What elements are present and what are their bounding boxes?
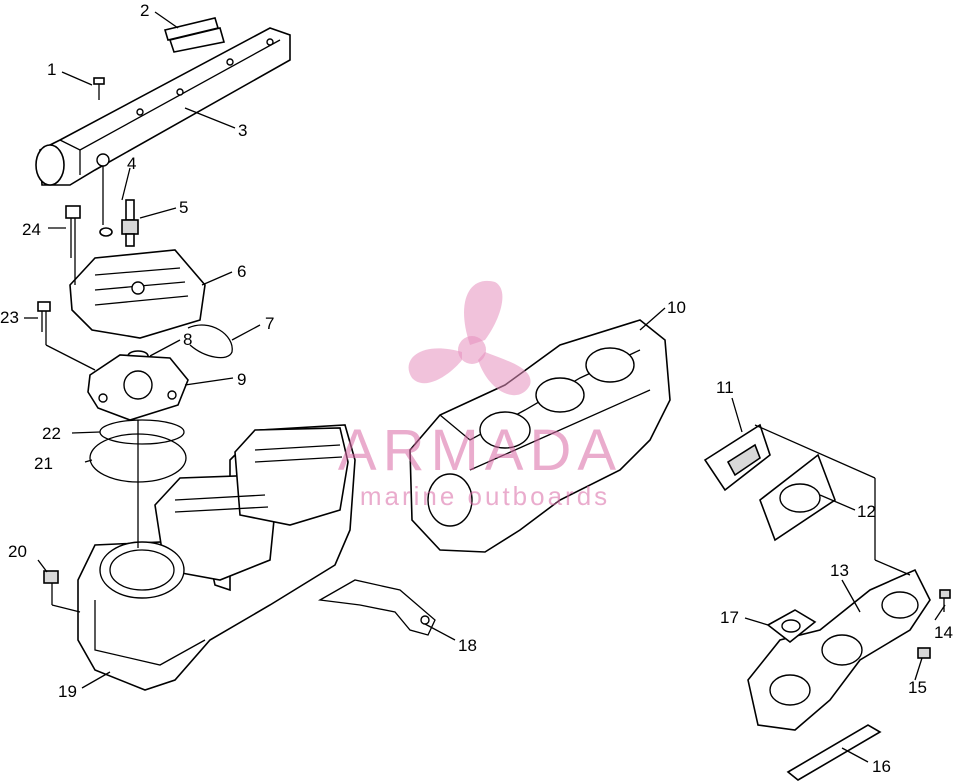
propeller-logo-icon — [408, 280, 531, 396]
part-cylinder-head — [87, 354, 189, 421]
callout-22: 22 — [42, 424, 61, 443]
callout-19: 19 — [58, 682, 77, 701]
callout-2: 2 — [140, 1, 149, 20]
callout-4: 4 — [127, 154, 136, 173]
callout-12: 12 — [857, 502, 876, 521]
callout-15: 15 — [908, 678, 927, 697]
callout-24: 24 — [22, 220, 41, 239]
watermark: ARMADA marine outboards — [338, 280, 622, 511]
part-manifold-gasket — [163, 17, 226, 53]
callout-16: 16 — [872, 757, 891, 776]
part-flange-gasket — [766, 609, 817, 644]
part-strap — [786, 724, 882, 781]
callout-21: 21 — [34, 454, 53, 473]
part-exhaust-manifold — [35, 27, 291, 186]
part-intake-manifold — [747, 568, 931, 731]
part-crankcase — [409, 319, 671, 553]
part-screw-14 — [939, 589, 951, 612]
part-gasket-18 — [317, 579, 436, 636]
callout-9: 9 — [237, 370, 246, 389]
part-washer — [99, 227, 113, 237]
callout-5: 5 — [179, 198, 188, 217]
callout-10: 10 — [667, 298, 686, 317]
part-reed-valve — [703, 423, 771, 492]
part-gasket-7 — [187, 324, 233, 359]
callout-13: 13 — [830, 561, 849, 580]
watermark-tagline: marine outboards — [360, 481, 610, 511]
leader-lines — [24, 11, 946, 763]
callout-6: 6 — [237, 262, 246, 281]
callout-17: 17 — [720, 608, 739, 627]
callout-18: 18 — [458, 636, 477, 655]
part-nut-20 — [43, 570, 59, 584]
callout-23: 23 — [0, 308, 19, 327]
part-spark-plug — [121, 199, 139, 247]
assembly-guide-lines — [45, 166, 911, 613]
callout-3: 3 — [238, 121, 247, 140]
callout-11: 11 — [716, 378, 734, 397]
callout-1: 1 — [47, 60, 56, 79]
callout-7: 7 — [265, 314, 274, 333]
callout-20: 20 — [8, 542, 27, 561]
part-screw-15 — [917, 647, 931, 659]
part-screw-1 — [93, 77, 105, 100]
part-intake-spacer — [759, 453, 836, 542]
part-cylinder-block — [77, 424, 356, 691]
part-bolt-23 — [37, 301, 51, 332]
watermark-brand: ARMADA — [338, 418, 622, 483]
callout-14: 14 — [934, 623, 953, 642]
part-long-bolt — [65, 205, 81, 258]
callout-8: 8 — [183, 330, 192, 349]
part-head-cover — [69, 249, 206, 339]
